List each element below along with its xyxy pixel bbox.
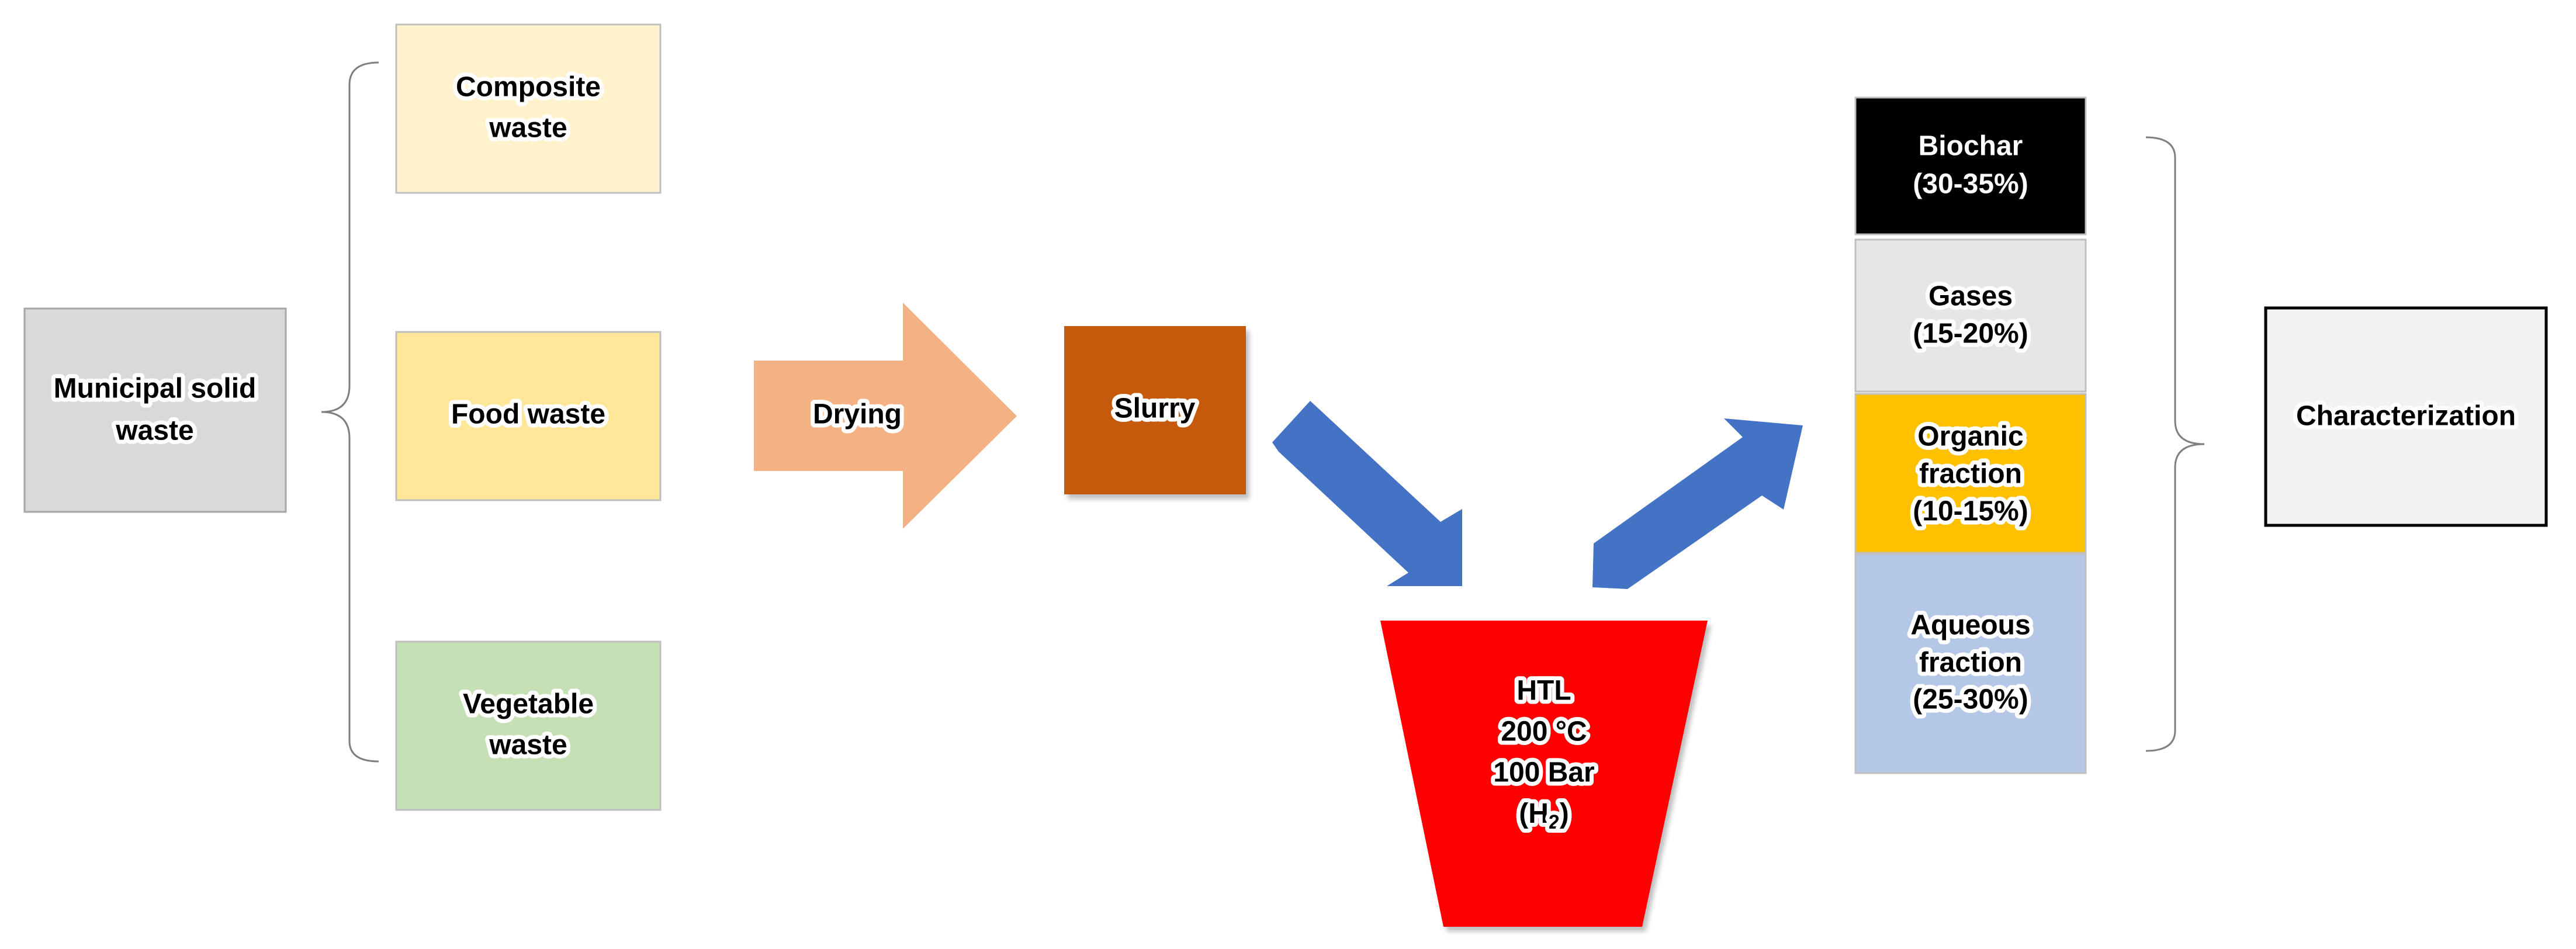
organic-fraction-yield: (10-15%) [1913, 496, 2028, 527]
product-aqueous-fraction: Aqueous fraction (25-30%) [1854, 553, 2087, 774]
htl-reactor-label: HTL [1516, 676, 1571, 706]
characterization-box [2264, 306, 2548, 527]
biochar-box [1854, 96, 2087, 235]
htl-reactor-atmosphere-suffix: ) [1560, 798, 1569, 829]
waste-type-composite: Composite waste [395, 23, 662, 194]
municipal-solid-waste-node: Municipal solid waste [23, 307, 287, 513]
gases-box [1854, 238, 2087, 393]
organic-fraction-box [1854, 393, 2087, 554]
biochar-yield: (30-35%) [1913, 169, 2028, 200]
waste-types-brace [321, 61, 379, 763]
organic-fraction-label-line2: fraction [1919, 459, 2022, 490]
waste-type-vegetable: Vegetable waste [395, 640, 662, 811]
htl-reactor-pressure: 100 Bar [1493, 757, 1594, 788]
municipal-solid-waste-box [23, 307, 287, 513]
htl-reactor-atmosphere-subscript: 2 [1549, 811, 1560, 833]
slurry-to-reactor-arrow [1272, 401, 1462, 586]
composite-waste-label-line2: waste [489, 113, 567, 144]
htl-reactor-node: HTL 200 °C 100 Bar (H2) [1380, 621, 1708, 927]
reactor-to-products-arrow [1592, 418, 1803, 589]
vegetable-waste-label-line1: Vegetable [463, 689, 594, 720]
waste-type-food: Food waste [395, 331, 662, 501]
characterization-node: Characterization [2264, 306, 2548, 527]
characterization-label: Characterization [2296, 401, 2516, 432]
product-gases: Gases (15-20%) [1854, 238, 2087, 393]
gases-yield: (15-20%) [1913, 318, 2028, 349]
vegetable-waste-box [395, 640, 662, 811]
product-organic-fraction: Organic fraction (10-15%) [1854, 393, 2087, 554]
drying-step: Drying [754, 303, 1017, 529]
food-waste-box [395, 331, 662, 501]
food-waste-label: Food waste [451, 399, 605, 430]
htl-reactor-atmosphere-prefix: (H [1519, 798, 1549, 829]
gases-label: Gases [1928, 281, 2013, 312]
product-stack: Biochar (30-35%) Gases (15-20%) Organic … [1854, 96, 2087, 774]
aqueous-fraction-box [1854, 553, 2087, 774]
aqueous-fraction-yield: (25-30%) [1913, 684, 2028, 715]
htl-reactor-atmosphere: (H2) [1519, 798, 1569, 833]
slurry-node: Slurry [1064, 326, 1246, 494]
drying-label: Drying [813, 399, 902, 430]
biochar-label: Biochar [1919, 131, 2023, 162]
slurry-label: Slurry [1114, 393, 1196, 424]
product-biochar: Biochar (30-35%) [1854, 96, 2087, 235]
slurry-box [1064, 326, 1246, 494]
vegetable-waste-label-line2: waste [489, 730, 567, 761]
htl-reactor-vessel [1380, 621, 1708, 927]
organic-fraction-label-line1: Organic [1917, 421, 2023, 452]
htl-reactor-temperature: 200 °C [1501, 716, 1587, 747]
products-brace [2145, 136, 2205, 752]
municipal-solid-waste-label-line2: waste [115, 415, 193, 446]
aqueous-fraction-label-line1: Aqueous [1910, 610, 2030, 641]
composite-waste-box [395, 23, 662, 194]
composite-waste-label-line1: Composite [456, 72, 601, 103]
municipal-solid-waste-label-line1: Municipal solid [54, 373, 257, 404]
aqueous-fraction-label-line2: fraction [1919, 647, 2022, 678]
drying-arrow [754, 303, 1017, 529]
